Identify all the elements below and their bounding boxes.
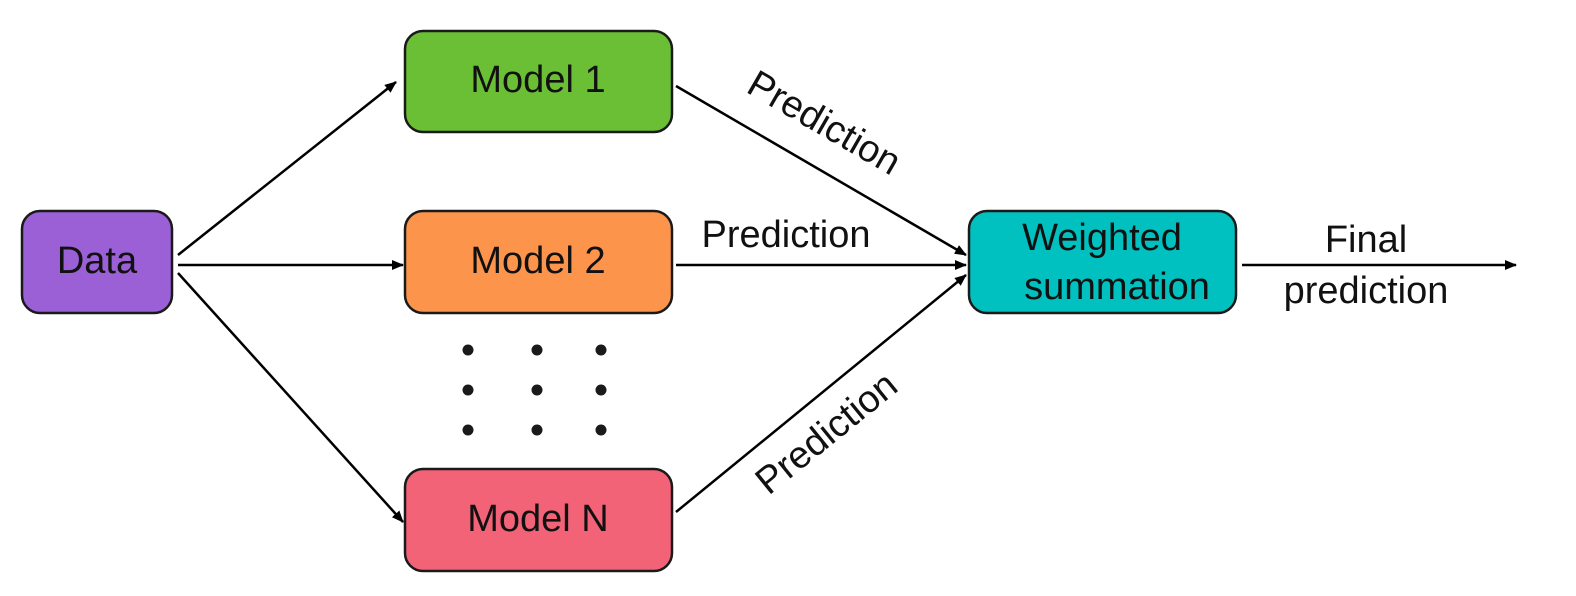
edge-modelN-to-summation <box>675 274 967 513</box>
edge-data-to-modelN <box>177 272 404 523</box>
node-summation: Weighted summation <box>967 209 1238 315</box>
node-modelN-box <box>403 467 674 573</box>
node-modelN: Model N <box>403 467 674 573</box>
node-summation-box <box>967 209 1238 315</box>
edges <box>177 81 1517 523</box>
node-modelN-label: Model N <box>467 498 609 540</box>
node-data-label: Data <box>57 240 138 282</box>
node-model2-box <box>403 209 674 315</box>
node-model1: Model 1 <box>403 29 674 134</box>
node-model1-box <box>403 29 674 134</box>
node-summation-label-line1: Weighted <box>1022 217 1182 259</box>
node-summation-label-line2: summation <box>1024 266 1210 308</box>
edge-label-prediction-model1: Prediction <box>740 63 907 184</box>
node-model2: Model 2 <box>403 209 674 315</box>
edge-model1-to-summation <box>675 84 967 257</box>
vertical-dots-grid-icon <box>462 344 607 436</box>
node-model1-label: Model 1 <box>470 59 605 101</box>
edge-label-final-line1: Final <box>1325 219 1407 261</box>
edge-label-prediction-model2: Prediction <box>702 214 871 256</box>
edge-data-to-model1 <box>177 81 397 256</box>
edge-label-final-line2: prediction <box>1284 270 1449 312</box>
node-data-box <box>20 209 174 315</box>
node-model2-label: Model 2 <box>470 240 605 282</box>
node-data: Data <box>20 209 174 315</box>
